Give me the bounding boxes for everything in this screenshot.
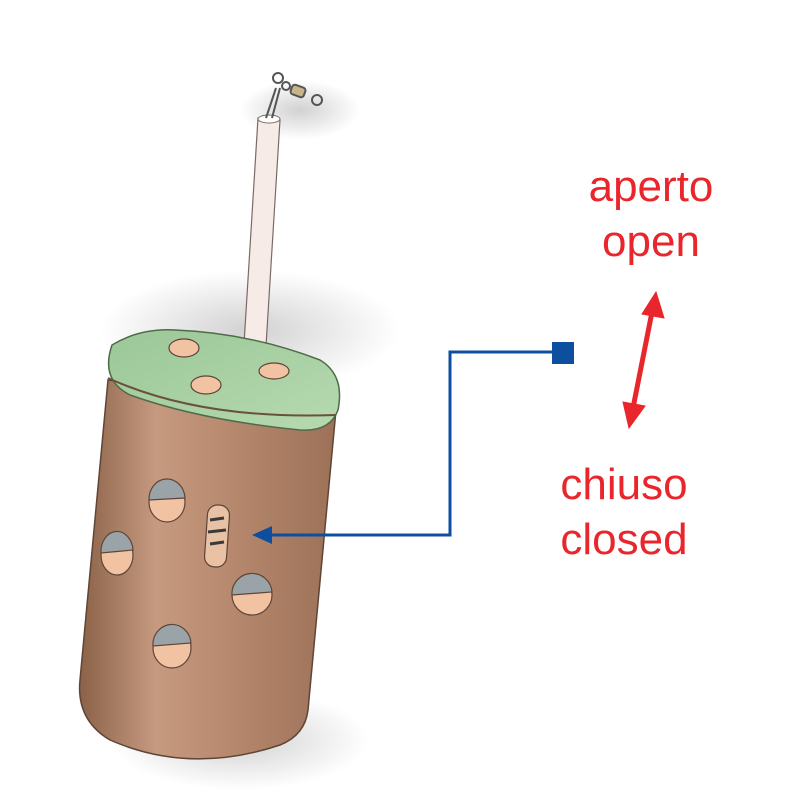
side-holes — [100, 478, 273, 669]
label-closed: closed — [560, 515, 688, 564]
slot-adjuster — [203, 504, 231, 568]
open-close-double-arrow — [622, 290, 665, 430]
label-open: open — [602, 217, 700, 266]
pointer-line — [252, 342, 574, 544]
label-aperto: aperto — [588, 162, 714, 211]
feeder-body — [78, 379, 337, 760]
swivel-icon — [265, 72, 323, 119]
label-chiuso: chiuso — [560, 460, 688, 509]
pointer-square-marker — [552, 342, 574, 364]
feeder-lid — [107, 329, 341, 431]
